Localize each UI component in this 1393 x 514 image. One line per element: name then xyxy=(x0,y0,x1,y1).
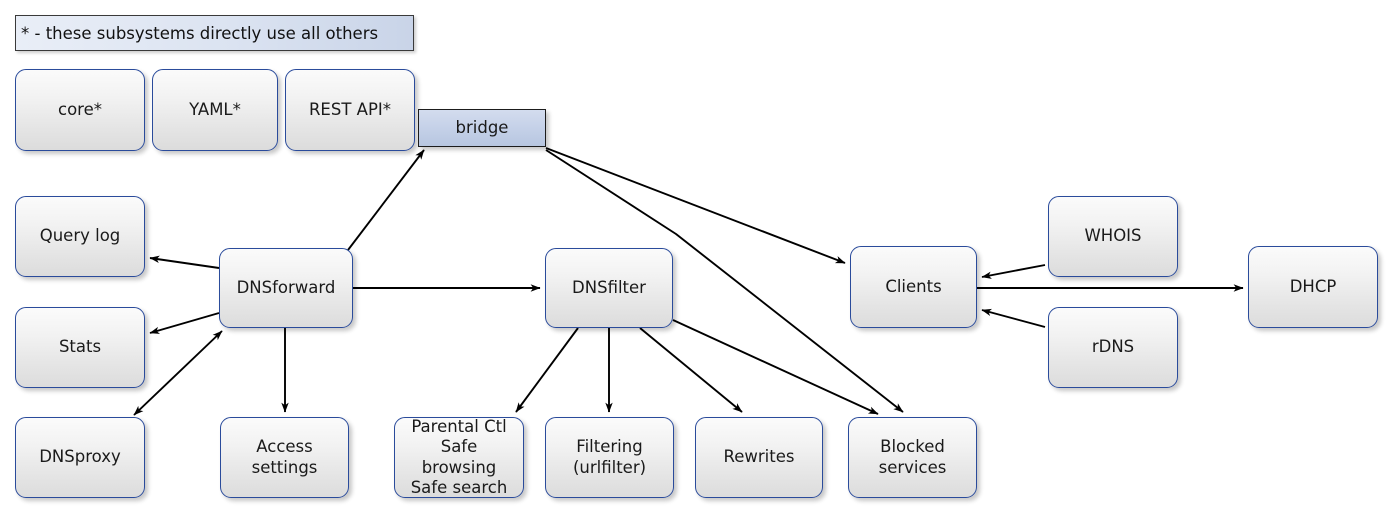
node-label-clients: Clients xyxy=(885,276,942,296)
node-whois[interactable]: WHOIS xyxy=(1048,196,1178,277)
node-label-parental: Parental Ctl Safe browsing Safe search xyxy=(410,416,508,497)
node-dhcp[interactable]: DHCP xyxy=(1248,246,1378,328)
node-label-filtering: Filtering (urlfilter) xyxy=(572,437,647,477)
legend-box: * - these subsystems directly use all ot… xyxy=(15,15,414,51)
node-label-dnsforward: DNSforward xyxy=(236,277,336,297)
node-dnsforward[interactable]: DNSforward xyxy=(219,248,353,328)
node-clients[interactable]: Clients xyxy=(850,246,977,328)
edge-whois-clients xyxy=(981,264,1046,279)
node-label-bridge: bridge xyxy=(455,117,509,137)
edge-rdns-clients xyxy=(981,308,1046,328)
node-label-rewrites: Rewrites xyxy=(723,447,795,467)
node-label-querylog: Query log xyxy=(39,226,121,246)
node-rewrites[interactable]: Rewrites xyxy=(695,417,823,498)
node-label-blockedsvc: Blocked services xyxy=(878,437,947,477)
node-stats[interactable]: Stats xyxy=(15,307,145,388)
legend-text: * - these subsystems directly use all ot… xyxy=(21,23,379,43)
edge-dnsforward-bridge xyxy=(347,149,425,251)
node-label-yaml: YAML* xyxy=(189,99,241,119)
node-label-restapi: REST API* xyxy=(308,99,392,119)
node-dnsproxy[interactable]: DNSproxy xyxy=(15,417,145,498)
edge-dnsfilter-parental xyxy=(515,327,579,413)
node-label-whois: WHOIS xyxy=(1084,226,1142,246)
node-label-dnsproxy: DNSproxy xyxy=(39,447,121,467)
node-label-stats: Stats xyxy=(58,337,102,357)
node-filtering[interactable]: Filtering (urlfilter) xyxy=(545,417,674,498)
node-core[interactable]: core* xyxy=(15,69,145,151)
node-rdns[interactable]: rDNS xyxy=(1048,307,1178,388)
node-label-rdns: rDNS xyxy=(1091,337,1135,357)
node-label-dhcp: DHCP xyxy=(1289,276,1337,296)
node-parental[interactable]: Parental Ctl Safe browsing Safe search xyxy=(394,417,524,498)
node-label-core: core* xyxy=(58,99,102,119)
node-restapi[interactable]: REST API* xyxy=(285,69,415,151)
node-accesssett[interactable]: Access settings xyxy=(220,417,349,498)
edge-dnsproxy-dnsforward xyxy=(133,330,223,416)
node-label-dnsfilter: DNSfilter xyxy=(572,277,646,297)
node-querylog[interactable]: Query log xyxy=(15,196,145,277)
edge-bridge-clients xyxy=(545,147,846,264)
edge-dnsfilter-rewrites xyxy=(639,327,743,413)
edge-dnsforward-stats xyxy=(149,312,220,334)
node-label-accesssett: Access settings xyxy=(251,437,318,477)
node-dnsfilter[interactable]: DNSfilter xyxy=(545,248,673,328)
node-yaml[interactable]: YAML* xyxy=(152,69,278,151)
edge-dnsfilter-blockedsvc xyxy=(672,319,879,415)
edge-dnsforward-querylog xyxy=(149,255,220,269)
node-blockedsvc[interactable]: Blocked services xyxy=(848,417,977,498)
node-bridge[interactable]: bridge xyxy=(418,109,546,147)
